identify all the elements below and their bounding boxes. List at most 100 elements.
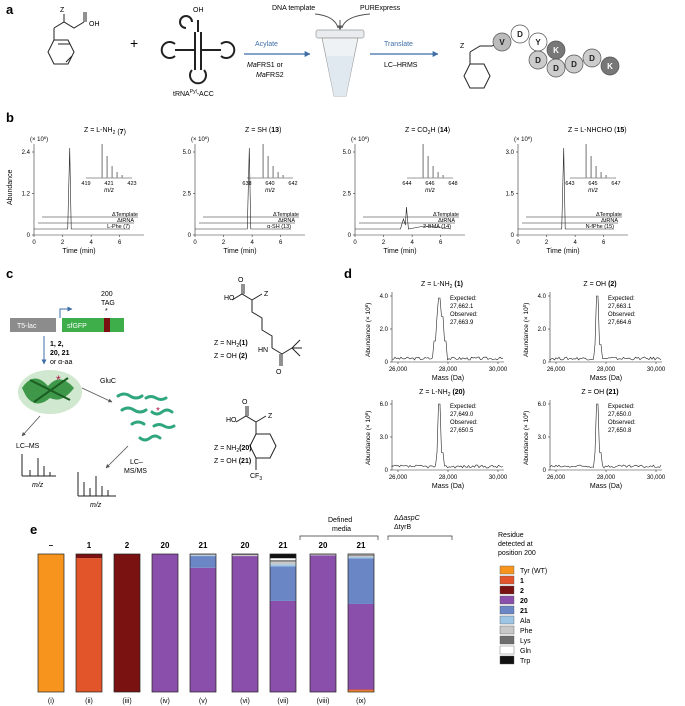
chrom-title: Z = L-NH2 (7): [84, 127, 126, 136]
observed-label: Observed:: [608, 312, 636, 318]
y-tick: 4.0: [538, 294, 547, 300]
bar-top-label: 21: [279, 541, 288, 550]
bar-segment-21: [348, 558, 374, 604]
x-tick: 0: [353, 240, 357, 246]
expected-label: Expected:: [608, 296, 635, 302]
y-tick: 6.0: [380, 402, 389, 408]
bead-0: [492, 32, 512, 52]
bar-segment-2: [76, 554, 102, 559]
bar-segment-21: [270, 566, 296, 601]
bar-top-label: 2: [125, 541, 130, 550]
ms-title: Z = L-NH2 (20): [419, 389, 465, 398]
x-tick: 30,000: [489, 475, 508, 481]
spectrum-trace: [391, 403, 504, 469]
y-axis-label: Abundance (× 106): [364, 303, 372, 357]
bead-label: D: [571, 60, 577, 69]
bar-top-label: 20: [161, 541, 170, 550]
x-tick: 30,000: [489, 367, 508, 373]
axis: [391, 400, 504, 471]
bar-outline: [113, 553, 141, 693]
bead-6: [564, 54, 584, 74]
bar-outline: [75, 553, 103, 693]
x-tick: 6: [279, 240, 283, 246]
trace-label: ΔtRNA: [278, 218, 295, 224]
x-tick: 28,000: [597, 475, 616, 481]
legend-swatch: [499, 575, 515, 585]
translate-label: Translate: [384, 41, 413, 48]
expected-label: Expected:: [450, 404, 477, 410]
legend-label: Tyr (WT): [520, 568, 547, 575]
x-tick: 6: [439, 240, 443, 246]
legend-label: Lys: [520, 638, 531, 645]
y-exponent: (× 106): [191, 135, 209, 143]
legend-label: Ala: [520, 618, 530, 625]
y-tick: 3.0: [380, 435, 389, 441]
cf3-label: CF3: [250, 473, 262, 482]
tube-icon: [315, 29, 365, 97]
y-tick: 2.5: [183, 192, 192, 198]
y-tick: 0: [511, 233, 515, 239]
trace-label: N-fPhe (15): [586, 224, 615, 230]
z3-label: Z = NH2(20): [214, 445, 252, 454]
lchrms-label: LC–HRMS: [384, 62, 418, 69]
bar-segment-20: [190, 567, 216, 692]
trace-label: ΔTemplate: [433, 212, 459, 218]
observed-value: 27,650.5: [450, 428, 474, 434]
y-tick: 0: [348, 233, 352, 239]
bar-top-label: 21: [199, 541, 208, 550]
trace-0: [355, 206, 452, 230]
y-tick: 2.0: [538, 327, 547, 333]
struct1-ho: HO: [224, 295, 235, 302]
mz-tick: 640: [265, 181, 274, 187]
x-tick: 0: [516, 240, 520, 246]
expected-label: Expected:: [608, 404, 635, 410]
x-axis-label: Time (min): [383, 248, 416, 255]
bead-label: K: [553, 46, 559, 55]
bar-segment-2: [114, 554, 140, 692]
x-tick: 6: [118, 240, 122, 246]
panel-c-label: c: [6, 266, 13, 281]
spectrum-trace: [549, 403, 662, 469]
bar-top-label: 20: [241, 541, 250, 550]
mz-label: m/z: [425, 188, 435, 194]
x-tick: 0: [32, 240, 36, 246]
bar-segment-1: [348, 689, 374, 691]
y-tick: 3.0: [538, 435, 547, 441]
group1b-label: media: [332, 526, 351, 533]
bar-segment-20: [270, 600, 296, 692]
y-tick: 5.0: [343, 150, 352, 156]
y-tick: 2.4: [22, 150, 31, 156]
x-tick: 26,000: [389, 367, 408, 373]
bar-top-label: 21: [357, 541, 366, 550]
bead-label: K: [607, 62, 613, 71]
legend-swatch: [499, 585, 515, 595]
peptide-structure: [463, 45, 492, 89]
legend-swatch: [499, 615, 515, 625]
x-tick: 4: [410, 240, 414, 246]
site-codon: TAG: [101, 300, 115, 307]
bar-segment-Phe: [232, 554, 258, 557]
legend-label: 20: [520, 598, 528, 605]
stacked-bar-chart: –(i)1(ii)2(iii)20(iv)21(v)20(vi)21(vii)2…: [37, 541, 375, 705]
mz-tick: 638: [242, 181, 251, 187]
mz-tick: 419: [81, 181, 90, 187]
y-exponent: (× 106): [30, 135, 48, 143]
observed-value: 27,663.9: [450, 320, 474, 326]
legend-title-3: position 200: [498, 550, 536, 557]
acylate-label: Acylate: [255, 41, 278, 48]
legend-label: 21: [520, 608, 528, 615]
trna-oh: OH: [193, 7, 204, 14]
y-tick: 0: [543, 468, 547, 474]
observed-label: Observed:: [608, 420, 636, 426]
bar-segment-Ala: [270, 564, 296, 567]
group2-bracket: [387, 535, 453, 540]
trace-label: ΔtRNA: [438, 218, 455, 224]
x-tick: 28,000: [439, 475, 458, 481]
peptide-fragments: [116, 392, 176, 442]
bar-segment-Phe: [310, 554, 336, 556]
site-star: *: [105, 308, 108, 315]
bead-label: D: [517, 30, 523, 39]
